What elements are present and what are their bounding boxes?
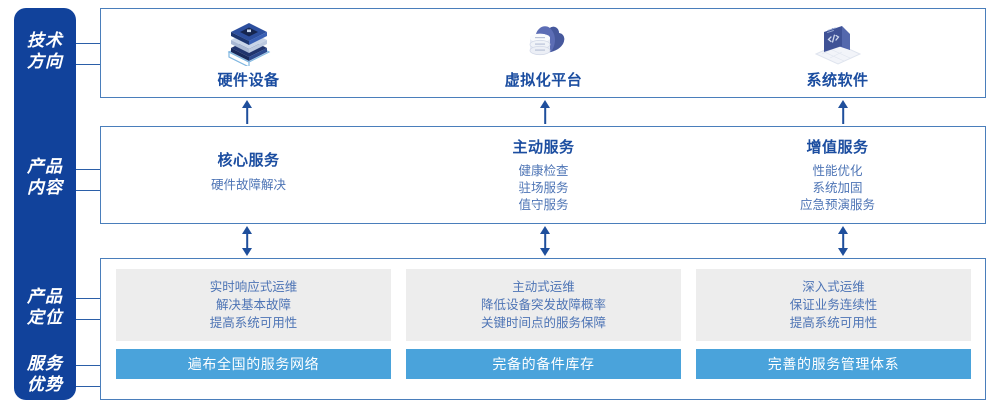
tech-item-virtualization[interactable]: 虚拟化平台 xyxy=(396,9,691,99)
rail-label-line: 优势 xyxy=(27,375,63,394)
product-content-panel: 核心服务 硬件故障解决 主动服务 健康检查 驻场服务 值守服务 增值服务 性能优… xyxy=(100,126,986,224)
rail-label-line: 产品 xyxy=(27,157,63,176)
connector-advantage-bottom xyxy=(76,386,100,388)
positioning-card-line: 实时响应式运维 xyxy=(209,280,298,294)
category-rail: 技术 方向 产品 内容 产品 定位 服务 优势 xyxy=(14,8,76,400)
rail-label-line: 定位 xyxy=(27,308,63,327)
arrow-double-proactive xyxy=(538,226,552,256)
content-item-title: 主动服务 xyxy=(512,139,575,156)
content-item-line: 系统加固 xyxy=(812,181,863,195)
connector-content-bottom xyxy=(76,190,100,192)
content-item-value-added-service[interactable]: 增值服务 性能优化 系统加固 应急预演服务 xyxy=(691,127,984,225)
positioning-card-proactive[interactable]: 主动式运维 降低设备突发故障概率 关键时间点的服务保障 xyxy=(406,269,681,341)
content-item-line: 健康检查 xyxy=(518,164,569,178)
arrow-double-value-added xyxy=(836,226,850,256)
tech-item-label: 系统软件 xyxy=(806,72,869,89)
advantage-bar-service-network[interactable]: 遍布全国的服务网络 xyxy=(116,349,391,379)
content-item-line: 应急预演服务 xyxy=(799,198,875,212)
content-item-proactive-service[interactable]: 主动服务 健康检查 驻场服务 值守服务 xyxy=(396,127,691,225)
rail-label-line: 产品 xyxy=(27,287,63,306)
arrow-double-core xyxy=(240,226,254,256)
advantage-bar-label: 完善的服务管理体系 xyxy=(767,356,900,372)
positioning-card-indepth[interactable]: 深入式运维 保证业务连续性 提高系统可用性 xyxy=(696,269,971,341)
connector-tech-bottom xyxy=(76,64,100,66)
content-item-title: 增值服务 xyxy=(806,139,869,156)
tech-item-system-software[interactable]: 系统软件 xyxy=(691,9,984,99)
server-stack-icon xyxy=(221,18,277,68)
connector-position-bottom xyxy=(76,319,100,321)
advantage-bar-management-system[interactable]: 完善的服务管理体系 xyxy=(696,349,971,379)
arrow-up-virtualization xyxy=(538,100,552,124)
positioning-card-line: 降低设备突发故障概率 xyxy=(480,298,606,312)
positioning-card-line: 深入式运维 xyxy=(802,280,865,294)
positioning-card-realtime[interactable]: 实时响应式运维 解决基本故障 提高系统可用性 xyxy=(116,269,391,341)
content-item-line: 硬件故障解决 xyxy=(210,178,286,192)
rail-label-product-content: 产品 内容 xyxy=(14,156,76,198)
tech-direction-panel: 硬件设备 虚拟化平台 xyxy=(100,8,986,98)
positioning-card-line: 解决基本故障 xyxy=(215,298,291,312)
advantage-bar-label: 完备的备件库存 xyxy=(492,356,595,372)
advantage-bar-label: 遍布全国的服务网络 xyxy=(187,356,320,372)
content-item-line: 性能优化 xyxy=(812,164,863,178)
tech-item-hardware[interactable]: 硬件设备 xyxy=(101,9,396,99)
connector-content-top xyxy=(76,169,100,171)
positioning-advantage-panel: 实时响应式运维 解决基本故障 提高系统可用性 主动式运维 降低设备突发故障概率 … xyxy=(100,258,986,400)
cloud-database-icon xyxy=(516,18,572,66)
rail-label-line: 方向 xyxy=(27,52,63,71)
connector-position-top xyxy=(76,298,100,300)
positioning-card-line: 关键时间点的服务保障 xyxy=(480,316,606,330)
rail-label-tech-direction: 技术 方向 xyxy=(14,30,76,72)
connector-tech-top xyxy=(76,43,100,45)
rail-label-line: 服务 xyxy=(27,354,63,373)
arrow-up-system-software xyxy=(836,100,850,124)
rail-label-service-advantage: 服务 优势 xyxy=(14,353,76,395)
positioning-card-line: 保证业务连续性 xyxy=(789,298,878,312)
positioning-card-line: 主动式运维 xyxy=(512,280,575,294)
advantage-bar-spare-parts[interactable]: 完备的备件库存 xyxy=(406,349,681,379)
tech-item-label: 虚拟化平台 xyxy=(504,72,583,89)
content-item-core-service[interactable]: 核心服务 硬件故障解决 xyxy=(101,127,396,225)
content-item-line: 驻场服务 xyxy=(518,181,569,195)
positioning-card-line: 提高系统可用性 xyxy=(789,316,878,330)
rail-label-product-position: 产品 定位 xyxy=(14,286,76,328)
content-item-title: 核心服务 xyxy=(217,152,280,169)
code-book-icon xyxy=(810,18,866,66)
connector-advantage-top xyxy=(76,365,100,367)
positioning-card-line: 提高系统可用性 xyxy=(209,316,298,330)
arrow-up-hardware xyxy=(240,100,254,124)
rail-label-line: 内容 xyxy=(27,178,63,197)
rail-label-line: 技术 xyxy=(27,31,63,50)
content-item-line: 值守服务 xyxy=(518,198,569,212)
tech-item-label: 硬件设备 xyxy=(217,72,280,89)
